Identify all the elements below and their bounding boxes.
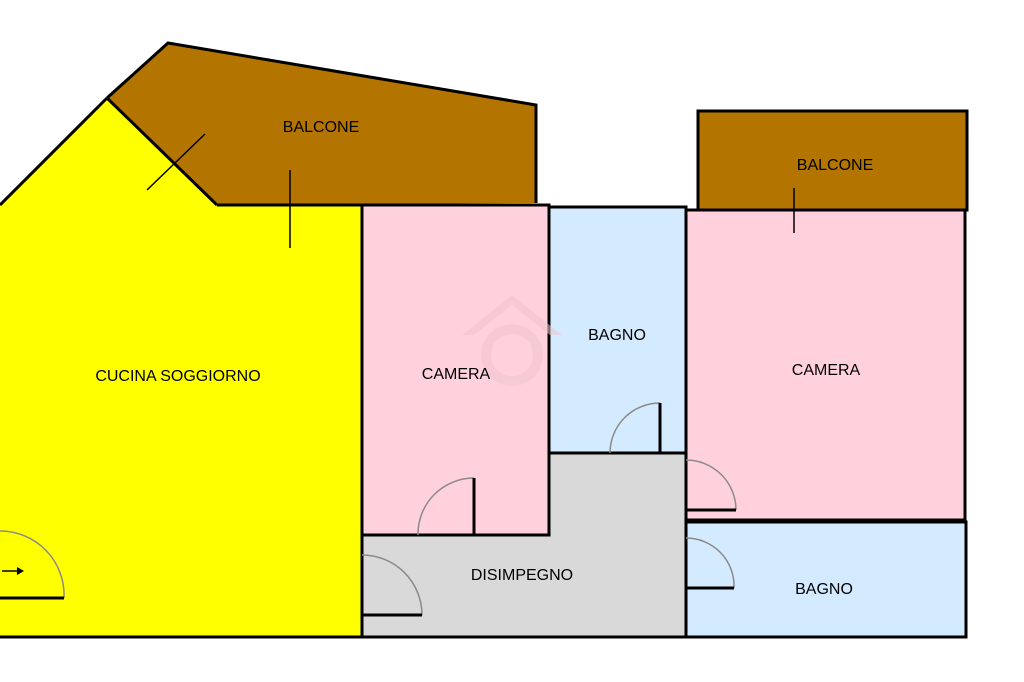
balcony-left-label: BALCONE	[283, 119, 359, 136]
house-watermark-icon	[462, 295, 562, 386]
arrow-right-icon	[2, 567, 24, 575]
bathroom-2-area	[686, 522, 966, 637]
bedroom-1-area	[362, 205, 549, 535]
bathroom-1-area	[549, 207, 686, 453]
doors	[0, 402, 737, 617]
bedroom-2-area	[686, 210, 965, 520]
bathroom-2-label: BAGNO	[795, 581, 853, 598]
bedroom-1-label: CAMERA	[422, 366, 491, 383]
hall-label: DISIMPEGNO	[471, 567, 573, 584]
hall-area	[362, 453, 686, 637]
balcony-right-label: BALCONE	[797, 157, 873, 174]
bedroom-2-label: CAMERA	[792, 362, 861, 379]
living-room-area	[0, 98, 362, 637]
balcony-right-area	[698, 111, 967, 210]
bathroom-1-label: BAGNO	[588, 327, 646, 344]
balcony-door-markers	[146, 133, 795, 248]
living-room-label: CUCINA SOGGIORNO	[95, 368, 260, 385]
balcony-left-area	[107, 43, 536, 205]
